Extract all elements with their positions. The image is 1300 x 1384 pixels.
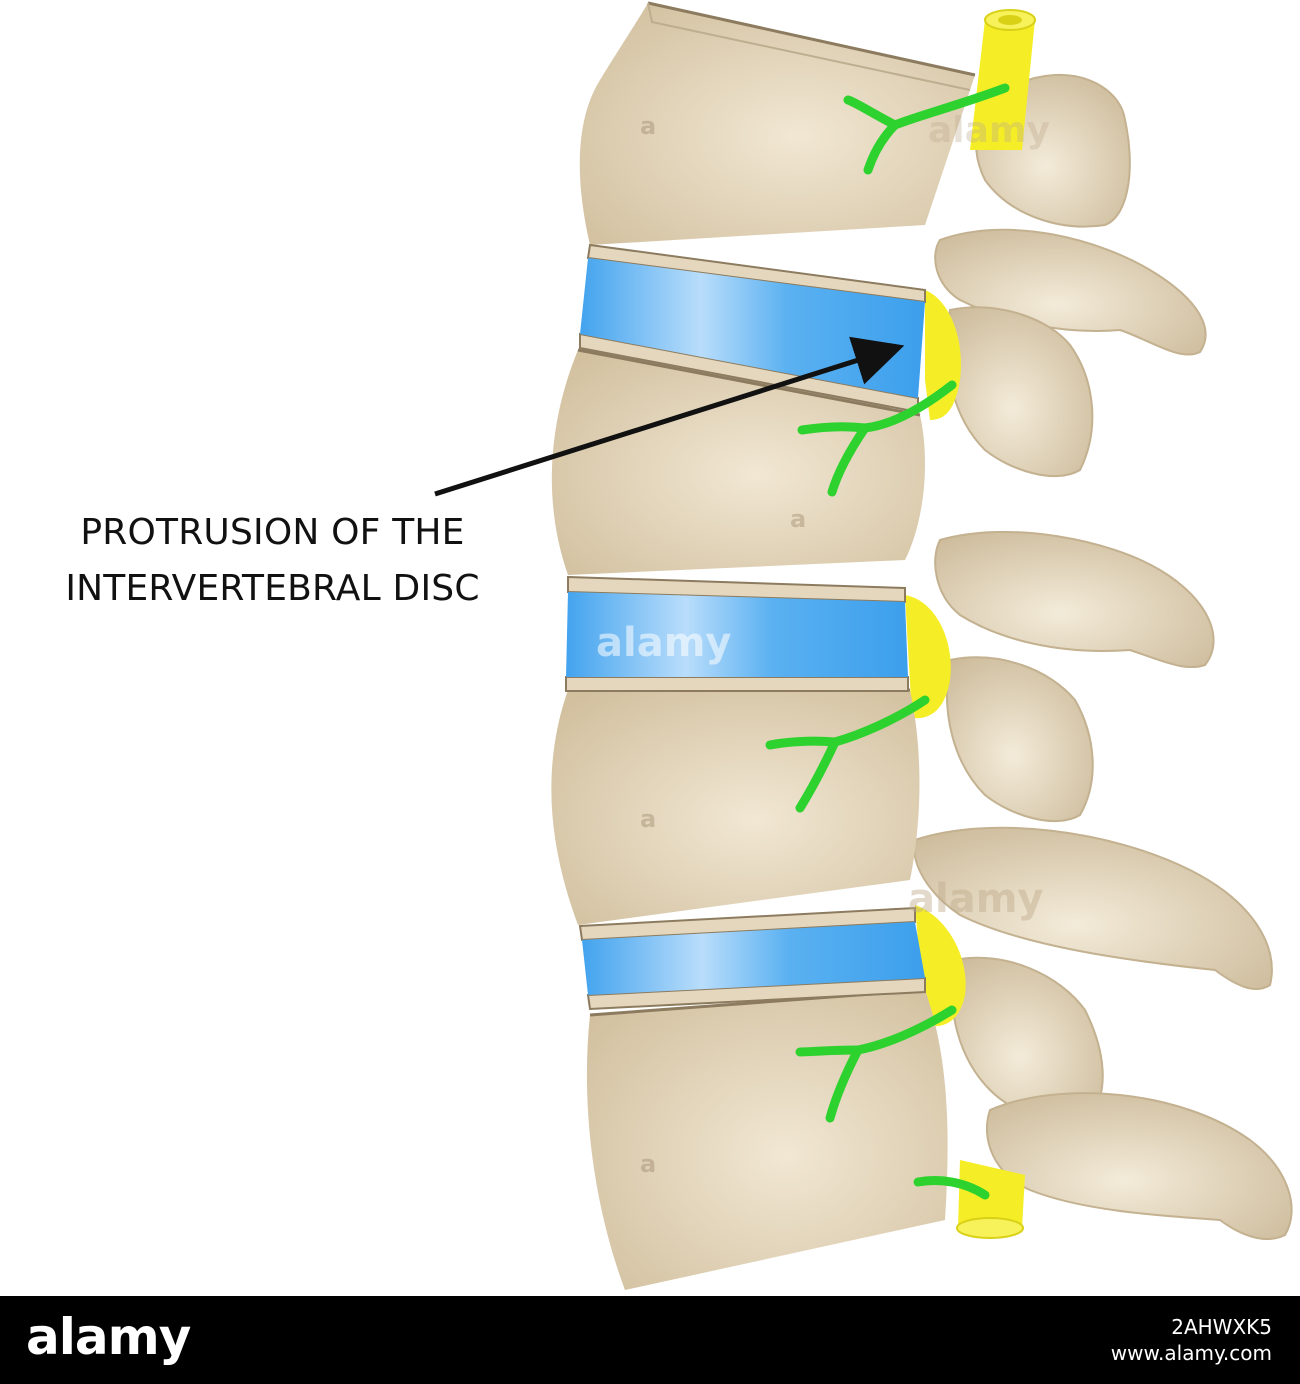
nerve-roots: [765, 83, 1010, 1200]
alamy-logo: alamy: [26, 1308, 191, 1366]
stock-footer-bar: alamy 2AHWXK5 www.alamy.com: [0, 1296, 1300, 1384]
watermark-text: alamy: [596, 620, 732, 666]
image-credit: 2AHWXK5 www.alamy.com: [1111, 1314, 1272, 1366]
watermark-mark-2: a: [790, 505, 807, 533]
diagram-caption: PROTRUSION OF THE INTERVERTEBRAL DISC: [0, 505, 545, 617]
spinous-processes: [913, 73, 1293, 1240]
intervertebral-discs: [566, 258, 925, 995]
watermark-mark-4: a: [640, 1150, 657, 1178]
image-id: 2AHWXK5: [1171, 1315, 1272, 1339]
vertebral-bodies: [551, 1, 976, 1290]
watermark-text-2: alamy: [908, 876, 1044, 922]
lumbar-spine-diagram: [434, 1, 1293, 1290]
watermark-mark-3: a: [640, 805, 657, 833]
disc-middle: [566, 592, 908, 677]
endplates: [565, 243, 926, 1011]
disc-lower: [582, 922, 925, 995]
disc-upper: [580, 258, 925, 398]
caption-line-2: INTERVERTEBRAL DISC: [65, 568, 480, 609]
site-url: www.alamy.com: [1110, 1341, 1272, 1365]
pointer-arrow: [434, 336, 905, 497]
watermark-mark: a: [640, 112, 657, 140]
spine-illustration: alamy alamy alamy a a a a: [434, 1, 1293, 1290]
watermark-text-3: alamy: [928, 110, 1050, 151]
caption-line-1: PROTRUSION OF THE: [80, 512, 465, 553]
